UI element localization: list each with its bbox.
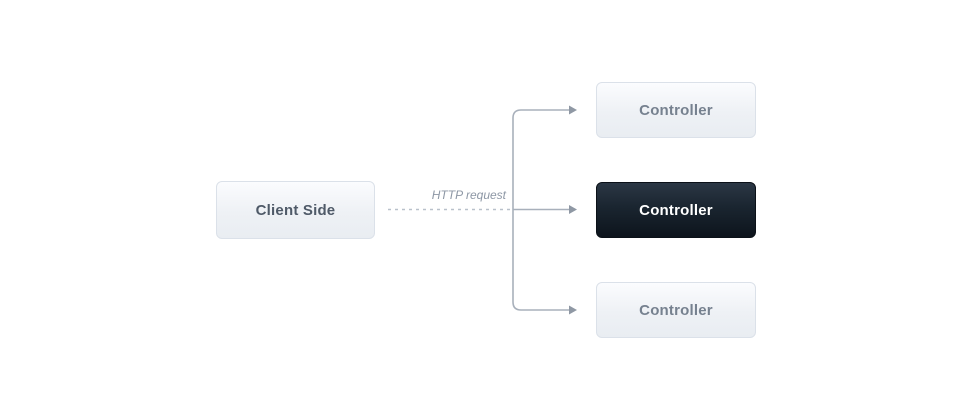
client-side-label: Client Side <box>255 201 336 219</box>
controller-box-top: Controller <box>596 82 756 138</box>
arrowhead-bottom <box>569 305 577 315</box>
arrowhead-top <box>569 105 577 115</box>
controller-top-label: Controller <box>639 101 713 119</box>
controller-bottom-label: Controller <box>639 301 713 319</box>
arrowhead-middle <box>569 205 577 214</box>
controller-box-bottom: Controller <box>596 282 756 338</box>
controller-middle-label: Controller <box>639 201 713 219</box>
client-side-box: Client Side <box>216 181 375 239</box>
controller-box-middle-active: Controller <box>596 182 756 238</box>
http-request-label: HTTP request <box>431 188 506 202</box>
